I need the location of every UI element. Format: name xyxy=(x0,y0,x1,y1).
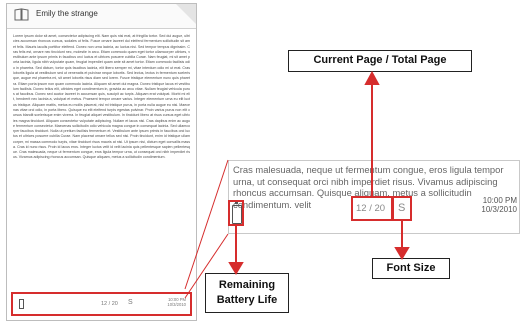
book-title: Emily the strange xyxy=(36,9,98,18)
clock-date: 10/3/2010 xyxy=(481,205,517,214)
callout-current-total-page: Current Page / Total Page xyxy=(288,50,472,72)
callout-battery-life: Remaining Battery Life xyxy=(205,273,289,313)
clock-readout: 10:00 PM 10/3/2010 xyxy=(471,196,517,214)
battery-icon xyxy=(232,202,242,224)
status-bar-highlight: 12 / 20 S 10:00 PM 10/3/2010 xyxy=(11,292,192,316)
battery-arrow-head xyxy=(228,262,244,275)
page-indicator: 12 / 20 xyxy=(101,301,118,307)
book-page-text: Lorem ipsum dolor sit amet, consectetur … xyxy=(13,34,190,160)
page-arrow-head xyxy=(364,70,380,85)
zoomed-page-text: Cras malesuada, neque ut fermentum congu… xyxy=(233,164,504,208)
book-icon xyxy=(14,8,29,21)
page-corner-fold xyxy=(176,4,196,24)
battery-icon xyxy=(19,299,24,309)
font-arrow-head xyxy=(394,247,410,260)
battery-highlight xyxy=(228,200,244,226)
callout-font-size: Font Size xyxy=(372,258,450,279)
clock-time: 10:00 PM xyxy=(168,297,186,302)
ereader-screen: Emily the strange Lorem ipsum dolor sit … xyxy=(6,3,197,321)
connector-line-bottom xyxy=(184,233,229,299)
reader-header: Emily the strange xyxy=(7,4,196,29)
font-size-indicator: S xyxy=(398,202,406,214)
page-indicator: 12 / 20 xyxy=(356,203,386,214)
connector-line-top xyxy=(184,159,229,290)
clock-readout: 10:00 PM 10/3/2010 xyxy=(167,297,186,307)
font-size-indicator: S xyxy=(128,299,133,306)
clock-time: 10:00 PM xyxy=(482,196,517,205)
clock-date: 10/3/2010 xyxy=(167,302,186,307)
font-size-highlight: S xyxy=(392,196,412,221)
